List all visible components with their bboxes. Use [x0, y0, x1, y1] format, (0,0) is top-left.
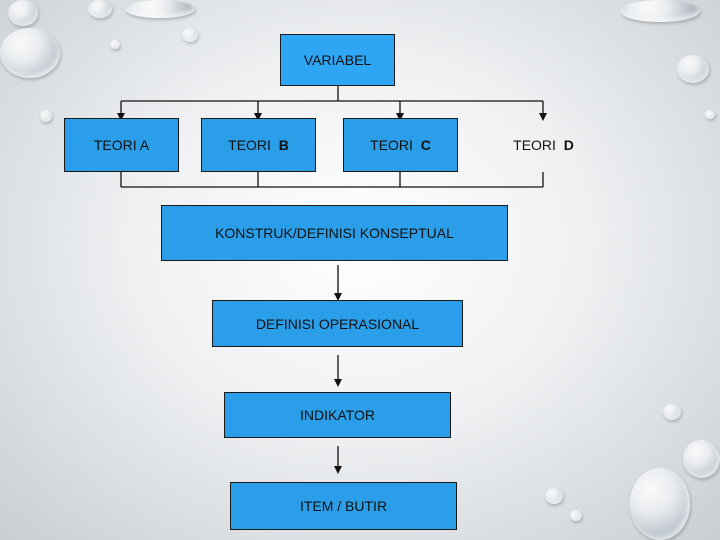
item-butir-label: ITEM / BUTIR: [299, 498, 388, 514]
water-drop-decoration: [705, 110, 715, 119]
teori-d-box: TEORI D: [486, 118, 601, 172]
water-drop-decoration: [40, 110, 52, 122]
water-drop-decoration: [545, 488, 563, 504]
teori-a-label: TEORI A: [93, 137, 150, 153]
variabel-box: VARIABEL: [280, 34, 395, 86]
teori-b-box: TEORI B: [201, 118, 316, 172]
variabel-label: VARIABEL: [303, 52, 372, 68]
definisi-operasional-box: DEFINISI OPERASIONAL: [212, 300, 463, 347]
teori-c-label: TEORI C: [370, 137, 431, 153]
water-drop-decoration: [663, 404, 681, 420]
item-butir-box: ITEM / BUTIR: [230, 482, 457, 530]
water-drop-decoration: [88, 0, 112, 18]
indikator-box: INDIKATOR: [224, 392, 451, 438]
water-drop-decoration: [182, 28, 198, 42]
water-drop-decoration: [620, 0, 700, 22]
water-drop-decoration: [0, 28, 60, 78]
definisi-operasional-label: DEFINISI OPERASIONAL: [255, 315, 420, 332]
water-drop-decoration: [683, 440, 720, 478]
water-drop-decoration: [110, 40, 120, 49]
water-drop-decoration: [630, 468, 690, 540]
teori-a-box: TEORI A: [64, 118, 179, 172]
konstruk-box: KONSTRUK/DEFINISI KONSEPTUAL: [161, 205, 508, 261]
teori-d-label: TEORI D: [513, 137, 574, 153]
water-drop-decoration: [677, 55, 709, 83]
water-drop-decoration: [8, 0, 38, 26]
water-drop-decoration: [570, 510, 582, 521]
indikator-label: INDIKATOR: [300, 407, 375, 423]
teori-b-label: TEORI B: [228, 137, 289, 153]
konstruk-label: KONSTRUK/DEFINISI KONSEPTUAL: [215, 225, 454, 241]
teori-c-box: TEORI C: [343, 118, 458, 172]
water-drop-decoration: [125, 0, 195, 18]
